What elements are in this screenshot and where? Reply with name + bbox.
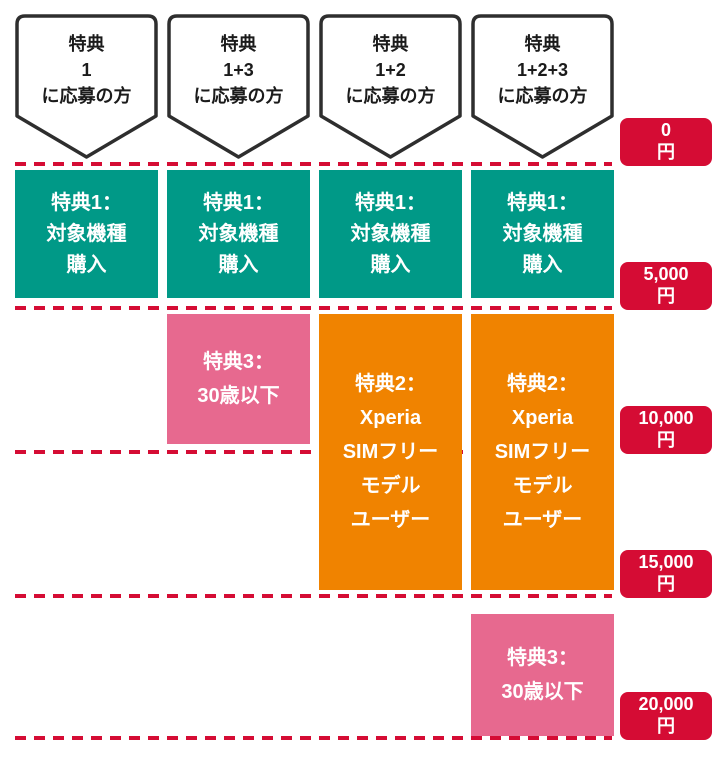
axis-label-5000yen-text: 5,000 円 [643, 264, 689, 306]
column-header-3-label: 特典 1+2 に応募の方 [345, 33, 436, 107]
column-header-1-label: 特典 1 に応募の方 [41, 33, 132, 107]
gridline-10000yen [15, 450, 612, 454]
benefit1-block-col4-label: 特典1： 対象機種 購入 [502, 191, 583, 276]
column-header-4-labelwrap: 特典 1+2+3 に応募の方 [471, 22, 614, 118]
benefit1-block-col3: 特典1： 対象機種 購入 [319, 170, 462, 298]
axis-label-20000yen: 20,000 円 [620, 692, 712, 740]
column-header-4-label: 特典 1+2+3 に応募の方 [497, 33, 588, 107]
axis-label-10000yen-text: 10,000 円 [638, 408, 694, 450]
column-header-3: 特典 1+2 に応募の方 [319, 14, 462, 160]
benefit1-block-col1: 特典1： 対象機種 購入 [15, 170, 158, 298]
banner-ribbon-shape [167, 14, 310, 159]
axis-label-10000yen: 10,000 円 [620, 406, 712, 454]
axis-label-15000yen-text: 15,000 円 [638, 552, 694, 594]
axis-label-5000yen: 5,000 円 [620, 262, 712, 310]
benefit1-block-col3-label: 特典1： 対象機種 購入 [350, 191, 431, 276]
banner-ribbon-shape [15, 14, 158, 159]
benefit2-block-col3-label: 特典2： Xperia SIMフリー モデル ユーザー [342, 373, 439, 531]
axis-label-0yen: 0 円 [620, 118, 712, 166]
benefit1-block-col2: 特典1： 対象機種 購入 [167, 170, 310, 298]
column-header-2-label: 特典 1+3 に応募の方 [193, 33, 284, 107]
benefit3-block-col4-label: 特典3： 30歳以下 [501, 647, 584, 703]
benefit3-block-col4: 特典3： 30歳以下 [471, 614, 614, 736]
gridline-5000yen [15, 306, 612, 310]
column-header-4: 特典 1+2+3 に応募の方 [471, 14, 614, 160]
column-header-3-labelwrap: 特典 1+2 に応募の方 [319, 22, 462, 118]
banner-ribbon-shape [471, 14, 614, 159]
axis-label-15000yen: 15,000 円 [620, 550, 712, 598]
benefit3-block-col2-label: 特典3： 30歳以下 [197, 351, 280, 407]
benefit2-block-col4: 特典2： Xperia SIMフリー モデル ユーザー [471, 314, 614, 590]
benefit1-block-col2-label: 特典1： 対象機種 購入 [198, 191, 279, 276]
column-header-1: 特典 1 に応募の方 [15, 14, 158, 160]
column-header-1-labelwrap: 特典 1 に応募の方 [15, 22, 158, 118]
benefit3-block-col2: 特典3： 30歳以下 [167, 314, 310, 444]
benefit1-block-col1-label: 特典1： 対象機種 購入 [46, 191, 127, 276]
axis-label-0yen-text: 0 円 [657, 120, 675, 162]
gridline-20000yen [15, 736, 612, 740]
benefit2-block-col4-label: 特典2： Xperia SIMフリー モデル ユーザー [494, 373, 591, 531]
benefit1-block-col4: 特典1： 対象機種 購入 [471, 170, 614, 298]
benefit2-block-col3: 特典2： Xperia SIMフリー モデル ユーザー [319, 314, 462, 590]
gridline-15000yen [15, 594, 612, 598]
column-header-2-labelwrap: 特典 1+3 に応募の方 [167, 22, 310, 118]
axis-label-20000yen-text: 20,000 円 [638, 694, 694, 736]
gridline-0yen [15, 162, 612, 166]
banner-ribbon-shape [319, 14, 462, 159]
column-header-2: 特典 1+3 に応募の方 [167, 14, 310, 160]
